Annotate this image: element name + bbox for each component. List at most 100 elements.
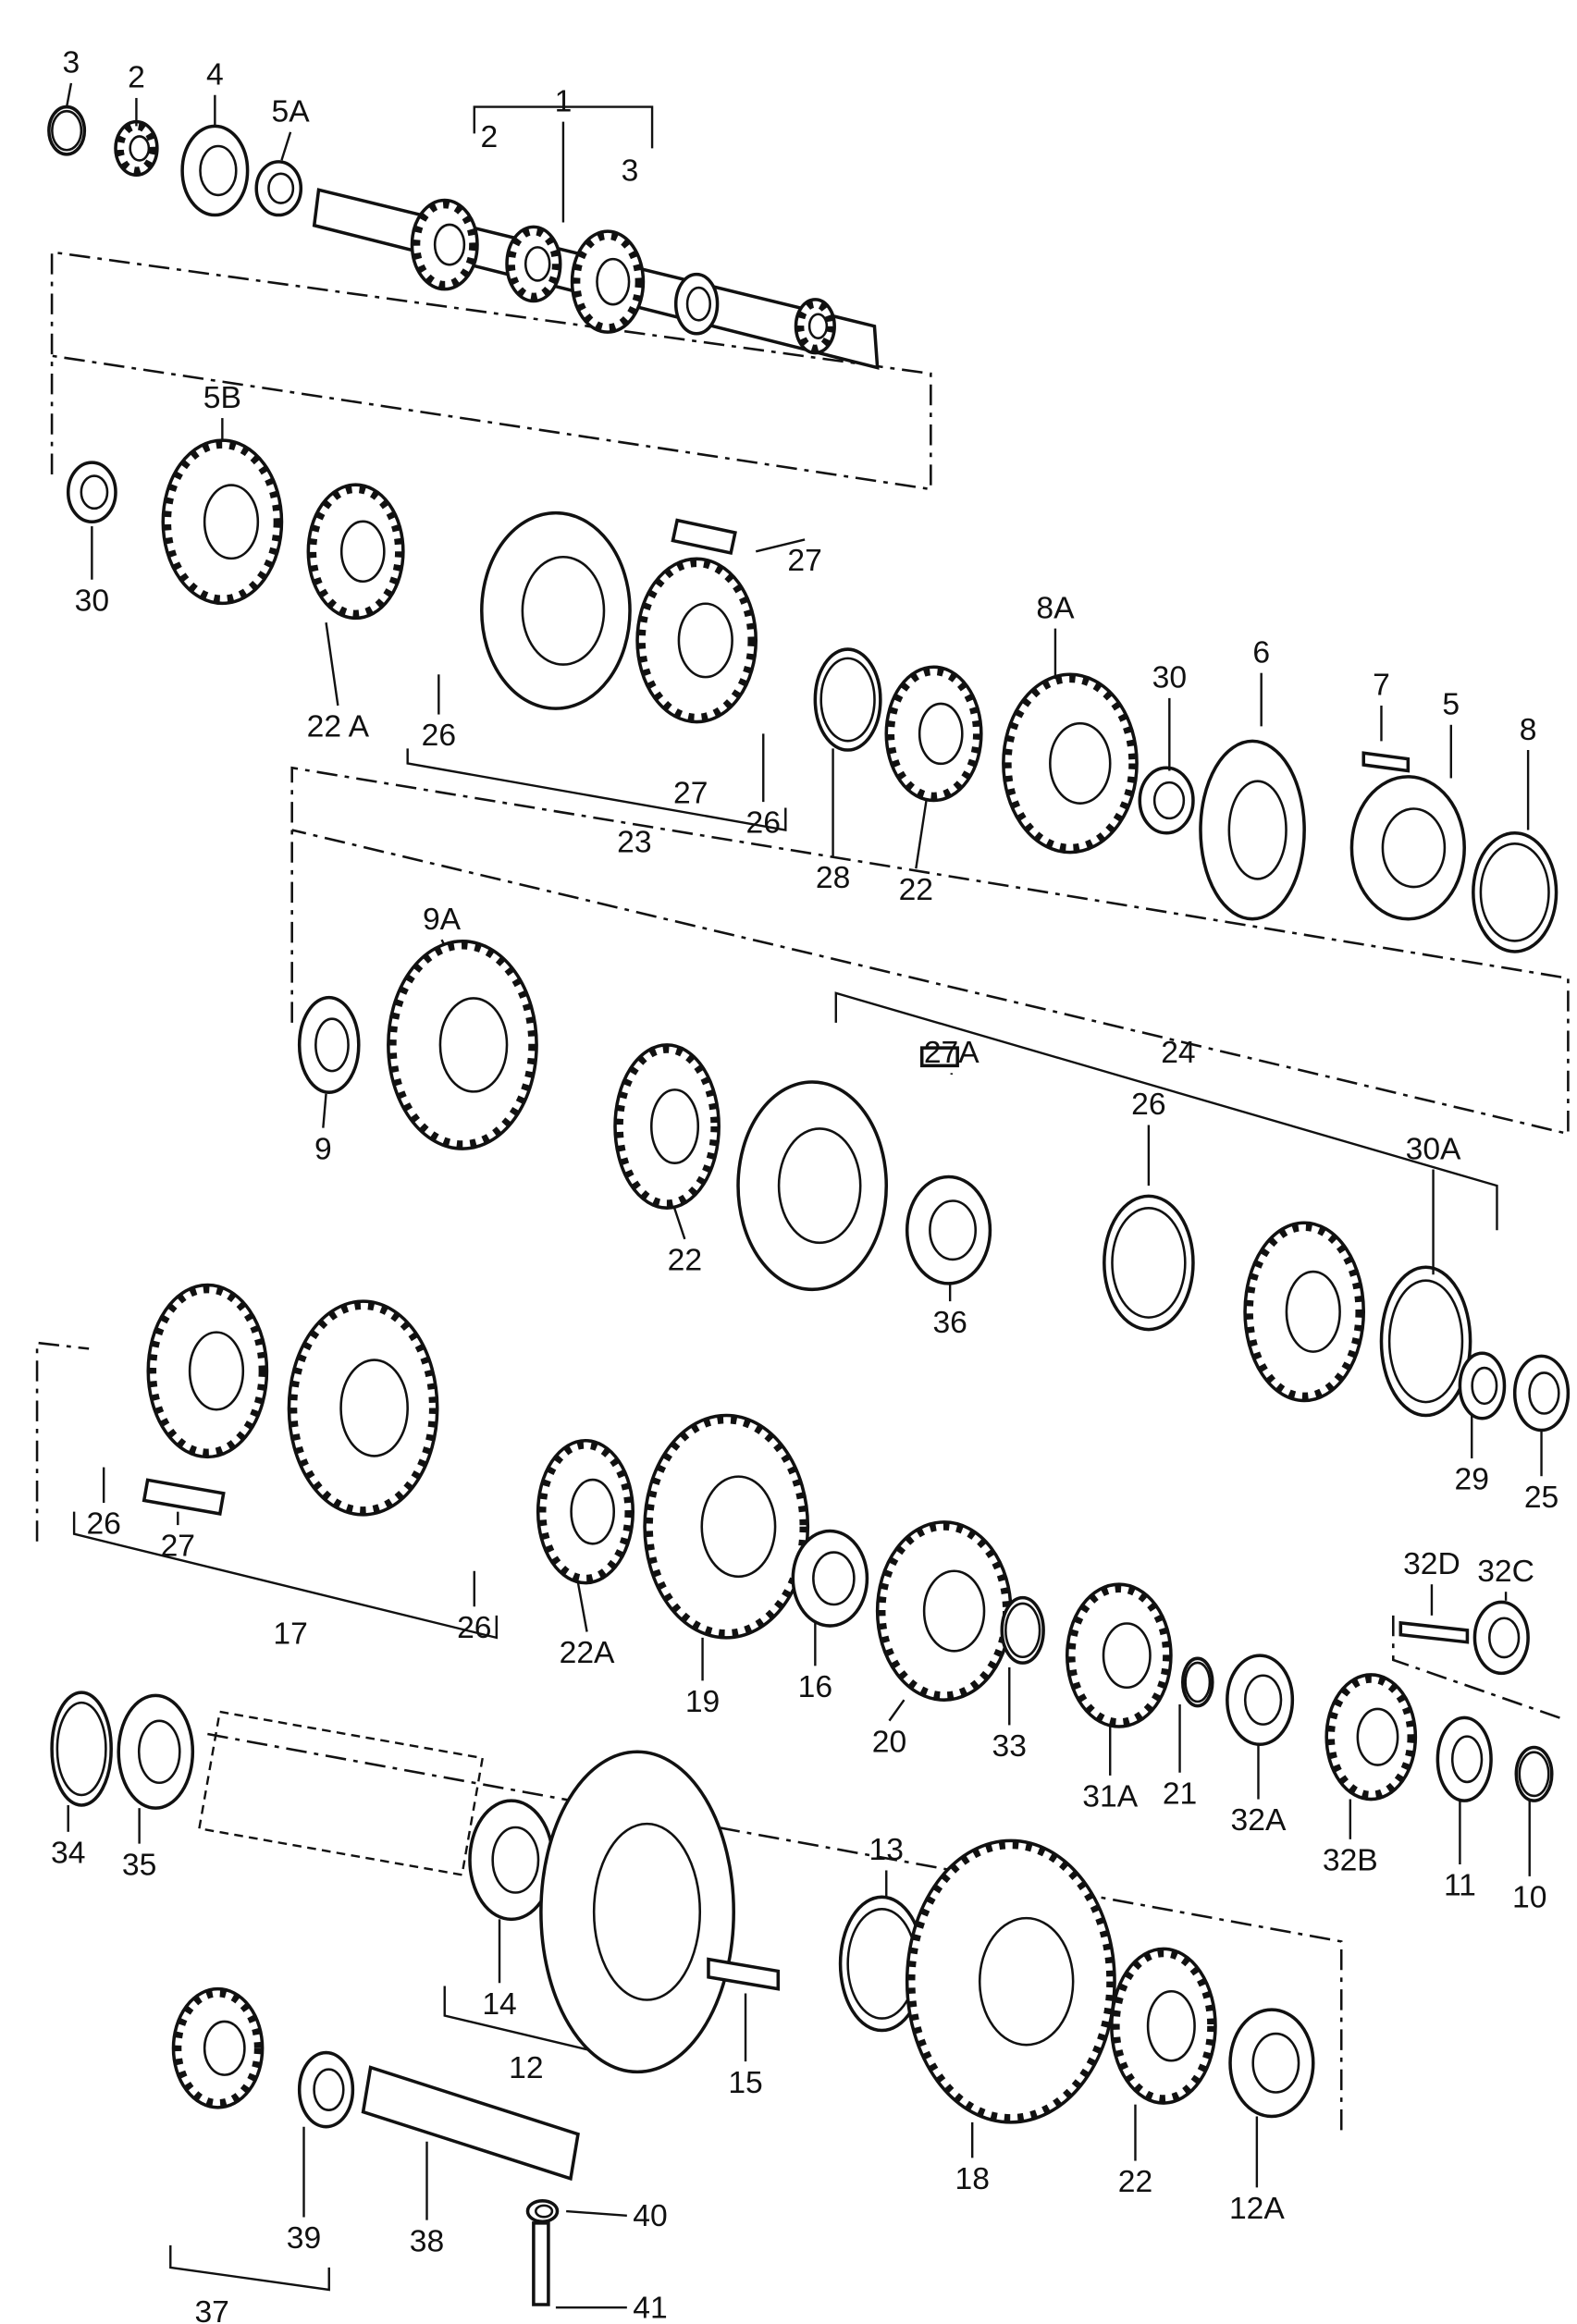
boundary-row-4: [35, 1341, 90, 1542]
gear-20: [875, 1520, 1013, 1702]
callout-10: 10: [1512, 1881, 1546, 1915]
callout-31a: 31A: [1082, 1780, 1138, 1814]
leader-line: [322, 1093, 327, 1128]
leader-line: [576, 1582, 588, 1632]
sleeve-17-b: [287, 1299, 439, 1517]
circlip-28: [813, 647, 882, 752]
bolt-41: [532, 2221, 550, 2306]
bracket-1: [473, 105, 654, 149]
callout-25: 25: [1524, 1481, 1559, 1515]
callout-26: 26: [86, 1507, 120, 1542]
callout-26: 26: [457, 1611, 491, 1645]
key-27-b: [142, 1478, 226, 1516]
callout-18: 18: [955, 2162, 989, 2196]
needle-bearing-5a: [254, 160, 303, 217]
leader-line: [915, 800, 928, 869]
washer-11: [1435, 1715, 1493, 1802]
bracket-24: [834, 991, 1498, 1231]
bolt-15: [707, 1957, 781, 1991]
callout-8a: 8A: [1036, 591, 1075, 625]
callout-36: 36: [932, 1306, 967, 1340]
gear-37: [171, 1986, 265, 2109]
synchro-ring-22a-b: [536, 1438, 635, 1585]
housing-plate-12: [539, 1750, 735, 2074]
callout-14: 14: [482, 1987, 516, 2022]
boundary-row-5: [207, 1732, 1343, 2134]
callout-3: 3: [622, 154, 639, 189]
key-27a: [919, 1046, 959, 1068]
callout-23: 23: [617, 826, 651, 860]
callout-11: 11: [1444, 1869, 1476, 1903]
shaft-end-25: [1512, 1354, 1571, 1433]
callout-26: 26: [1131, 1088, 1165, 1122]
washer-9: [297, 995, 361, 1094]
synchro-ring-22-c: [1110, 1947, 1217, 2105]
callout-30: 30: [1152, 661, 1187, 695]
synchro-ring-22-b: [613, 1043, 721, 1210]
callout-17: 17: [273, 1617, 307, 1651]
callout-34: 34: [51, 1836, 85, 1870]
callout-6: 6: [1252, 635, 1270, 670]
spring-26-c: [1103, 1194, 1195, 1332]
leader-line: [888, 1699, 906, 1722]
phantom-shaft: [198, 1710, 485, 1876]
nut-32c: [1472, 1600, 1530, 1676]
needle-bearing-36: [905, 1174, 992, 1285]
bearing-5: [1349, 775, 1466, 921]
leader-line: [325, 622, 339, 707]
gear-shaft-2: [505, 225, 562, 303]
callout-35: 35: [122, 1848, 156, 1882]
bearing-30: [66, 461, 117, 524]
washer-40: [525, 2199, 560, 2224]
callout-32b: 32B: [1323, 1843, 1378, 1877]
gear-shaft-1: [410, 198, 479, 291]
ring-3: [47, 105, 87, 156]
callout-21: 21: [1163, 1777, 1197, 1811]
sleeve-17-a: [146, 1283, 269, 1459]
callout-29: 29: [1455, 1463, 1489, 1497]
sleeve-24: [736, 1080, 889, 1292]
callout-16: 16: [798, 1670, 832, 1704]
bearing-32a: [1226, 1654, 1295, 1747]
callout-1: 1: [555, 84, 573, 118]
callout-32c: 32C: [1477, 1555, 1534, 1589]
synchro-ring-22a: [306, 483, 405, 621]
gear-31a: [1065, 1582, 1173, 1728]
callout-5b: 5B: [203, 381, 241, 415]
bracket-23: [406, 748, 787, 831]
callout-8: 8: [1520, 713, 1537, 747]
gear-8a: [1002, 672, 1139, 855]
bushing-29: [1458, 1351, 1507, 1420]
callout-12a: 12A: [1229, 2192, 1285, 2226]
boundary-row-2: [290, 766, 1570, 1136]
leader-line: [566, 2209, 627, 2218]
callout-27: 27: [673, 777, 708, 811]
circlip-21: [1180, 1656, 1214, 1708]
boundary-row-1: [50, 251, 932, 491]
sleeve-23: [480, 510, 632, 710]
screw-7: [1361, 751, 1411, 773]
callout-2: 2: [128, 61, 145, 95]
callout-4: 4: [206, 58, 224, 92]
leader-line: [672, 1207, 686, 1240]
synchro-ring-22: [884, 665, 983, 803]
bearing-35: [117, 1693, 195, 1810]
callout-3: 3: [63, 46, 80, 80]
callout-32d: 32D: [1403, 1547, 1460, 1581]
leader-line: [440, 939, 446, 947]
callout-41: 41: [633, 2291, 667, 2324]
leader-line: [280, 131, 292, 161]
callout-5: 5: [1442, 688, 1460, 722]
callout-30: 30: [75, 584, 109, 618]
callout-39: 39: [287, 2221, 321, 2256]
callout-15: 15: [728, 2066, 762, 2100]
key-27: [671, 518, 737, 555]
callout-27a: 27A: [924, 1036, 979, 1070]
bushing-39: [297, 2050, 355, 2129]
callout-26: 26: [746, 806, 781, 841]
plate-6: [1199, 739, 1306, 921]
circlip-34: [50, 1691, 113, 1807]
gear-5b: [161, 438, 284, 606]
gear-32b: [1324, 1673, 1418, 1801]
